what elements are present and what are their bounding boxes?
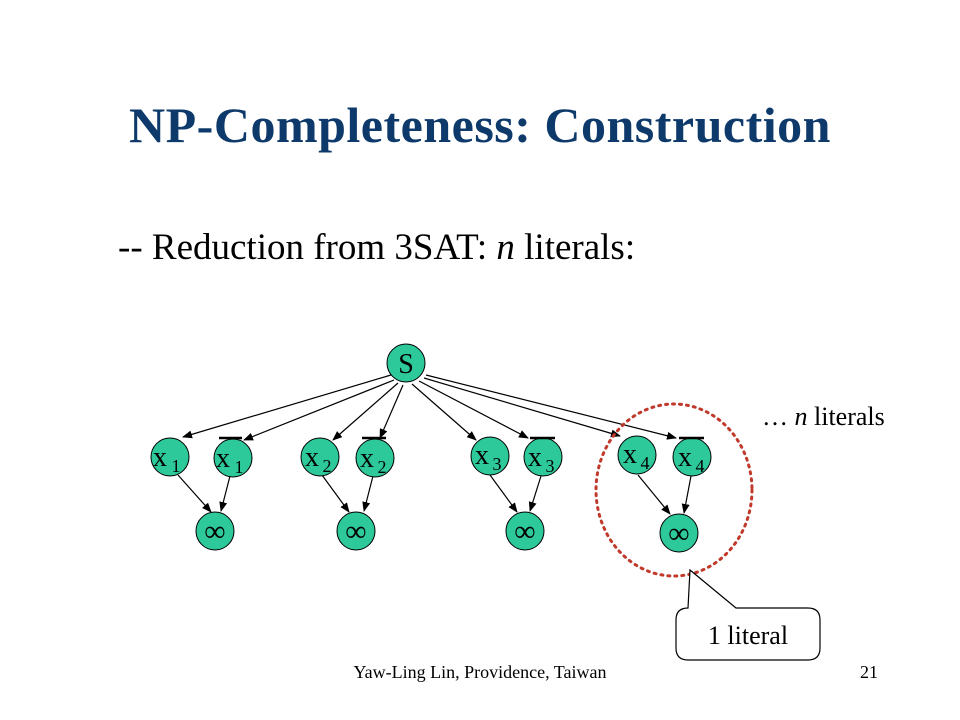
- edge-s-x3bar: [418, 380, 529, 439]
- literal-x2-label: x: [305, 442, 319, 473]
- literal-x1bar-sub: 1: [235, 457, 244, 477]
- subtitle-n: n: [496, 227, 515, 268]
- literal-x3bar-sub: 3: [546, 456, 555, 476]
- infinity-node-4: [659, 513, 699, 553]
- infinity-node-2-label: ∞: [345, 515, 366, 548]
- literal-gadget-highlight: [594, 402, 754, 578]
- edge-x1-inf1: [177, 474, 212, 513]
- slide-title: NP-Completeness: Construction: [129, 97, 831, 153]
- subtitle-prefix: -- Reduction from 3SAT:: [118, 227, 497, 268]
- infinity-node-2: [336, 511, 376, 551]
- slide-subtitle: -- Reduction from 3SAT: n literals:: [118, 226, 635, 269]
- literal-x2bar-label: x: [360, 443, 374, 474]
- literal-x1bar-label: x: [216, 443, 230, 474]
- annotation-prefix: …: [762, 402, 795, 431]
- edge-x1bar-inf1: [219, 475, 231, 512]
- literal-x1-sub: 1: [172, 456, 181, 476]
- infinity-node-1-label: ∞: [204, 515, 225, 548]
- literal-x1-label: x: [153, 442, 167, 473]
- literal-edges: [177, 474, 692, 515]
- literal-x4bar-sub: 4: [696, 456, 705, 476]
- literal-node-x2: [300, 437, 340, 477]
- edge-s-x1: [182, 374, 392, 439]
- callout-label: 1 literal: [708, 621, 788, 650]
- source-node: S: [386, 343, 426, 383]
- literal-x2bar-sub: 2: [378, 457, 387, 477]
- subtitle-suffix: literals:: [514, 227, 636, 268]
- literal-nodes: x 1 x 1 x 2 x 2 x 3 x 3 x 4 x 4: [150, 435, 712, 478]
- edge-s-x4bar: [425, 374, 677, 440]
- edge-s-x2: [332, 382, 399, 441]
- literal-node-x1: [150, 437, 190, 477]
- infinity-node-4-label: ∞: [668, 517, 689, 550]
- literal-callout: 1 literal: [675, 568, 821, 661]
- source-node-label: S: [398, 349, 414, 380]
- page-number: 21: [860, 662, 878, 682]
- edge-s-x1bar: [243, 379, 395, 441]
- infinity-node-3: [505, 511, 545, 551]
- edge-x3-inf3: [489, 474, 518, 513]
- annotation-n: n: [794, 402, 808, 431]
- edge-x4-inf4: [637, 474, 671, 515]
- literal-node-x3: [470, 436, 510, 476]
- literal-x3bar-label: x: [528, 442, 542, 473]
- footer-author: Yaw-Ling Lin, Providence, Taiwan: [353, 662, 607, 682]
- literal-node-x4: [617, 435, 657, 475]
- source-node-circle: [386, 343, 426, 383]
- infinity-node-1: [195, 511, 235, 551]
- edge-s-x2bar: [379, 384, 404, 439]
- literal-x4-label: x: [623, 439, 637, 470]
- edge-x4bar-inf4: [681, 475, 692, 514]
- literal-x2-sub: 2: [323, 456, 332, 476]
- literal-x3-label: x: [475, 440, 489, 471]
- edge-s-x3: [411, 383, 477, 441]
- edge-x3bar-inf3: [528, 475, 542, 512]
- infinity-nodes: ∞ ∞ ∞ ∞: [195, 511, 699, 553]
- literal-x4bar-label: x: [678, 442, 692, 473]
- literal-x3-sub: 3: [493, 454, 502, 474]
- edge-s-x4: [423, 377, 621, 438]
- literal-x4-sub: 4: [641, 453, 650, 473]
- source-edges: [182, 374, 677, 441]
- infinity-node-3-label: ∞: [514, 515, 535, 548]
- edge-x2bar-inf2: [362, 475, 374, 512]
- edge-x2-inf2: [321, 474, 350, 513]
- callout-shape: [675, 568, 821, 661]
- annotation-suffix: literals: [807, 402, 885, 431]
- n-literals-annotation: … n literals: [762, 402, 885, 432]
